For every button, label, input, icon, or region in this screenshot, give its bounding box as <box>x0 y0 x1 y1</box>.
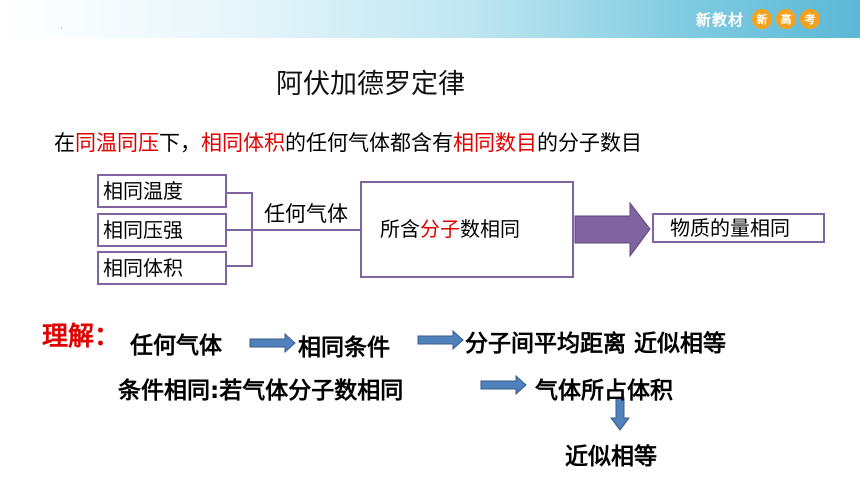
arrow-right-icon-1 <box>249 332 296 354</box>
understanding-label: 理解： <box>42 322 121 352</box>
arrow-right-icon-3 <box>480 374 527 396</box>
law-text-2: 下， <box>159 131 201 155</box>
big-arrow-icon <box>574 201 651 258</box>
center-suffix: 数相同 <box>460 217 520 241</box>
center-box: 所含分子数相同 <box>360 181 574 278</box>
banner-dot: · <box>60 24 63 33</box>
arrow-down-icon <box>610 397 630 431</box>
condition-temperature: 相同温度 <box>97 174 227 208</box>
law-text-3: 的任何气体都含有 <box>285 131 453 155</box>
header-banner: · <box>0 0 860 38</box>
brand-text: 新教材 <box>696 10 745 29</box>
arrow-right-icon-2 <box>417 329 464 351</box>
law-text-4: 的分子数目 <box>537 131 642 155</box>
law-highlight-2: 相同体积 <box>201 131 285 155</box>
law-sentence: 在同温同压下，相同体积的任何气体都含有相同数目的分子数目 <box>54 127 642 157</box>
understanding-row2-item1: 条件相同:若气体分子数相同 <box>118 378 404 404</box>
understanding-row1-item2: 相同条件 <box>298 335 390 361</box>
law-highlight-1: 同温同压 <box>75 131 159 155</box>
result-box: 物质的量相同 <box>652 213 825 243</box>
brand-badge-1: 新 <box>752 9 773 29</box>
brand-badge-3: 考 <box>800 9 821 29</box>
brand-logo: 新教材 新 高 考 <box>696 8 821 30</box>
any-gas-label: 任何气体 <box>264 202 348 226</box>
understanding-row1-item1: 任何气体 <box>130 333 222 359</box>
condition-volume: 相同体积 <box>97 251 227 285</box>
brand-badge-2: 高 <box>776 9 797 29</box>
condition-pressure: 相同压强 <box>97 213 227 247</box>
page-title: 阿伏加德罗定律 <box>276 69 465 100</box>
center-highlight: 分子 <box>420 217 460 241</box>
center-prefix: 所含 <box>380 217 420 241</box>
understanding-row1-item3: 分子间平均距离 近似相等 <box>465 331 727 357</box>
understanding-row3: 近似相等 <box>565 444 657 470</box>
law-highlight-3: 相同数目 <box>453 131 537 155</box>
law-text-1: 在 <box>54 131 75 155</box>
understanding-row2-item2: 气体所占体积 <box>535 378 673 404</box>
